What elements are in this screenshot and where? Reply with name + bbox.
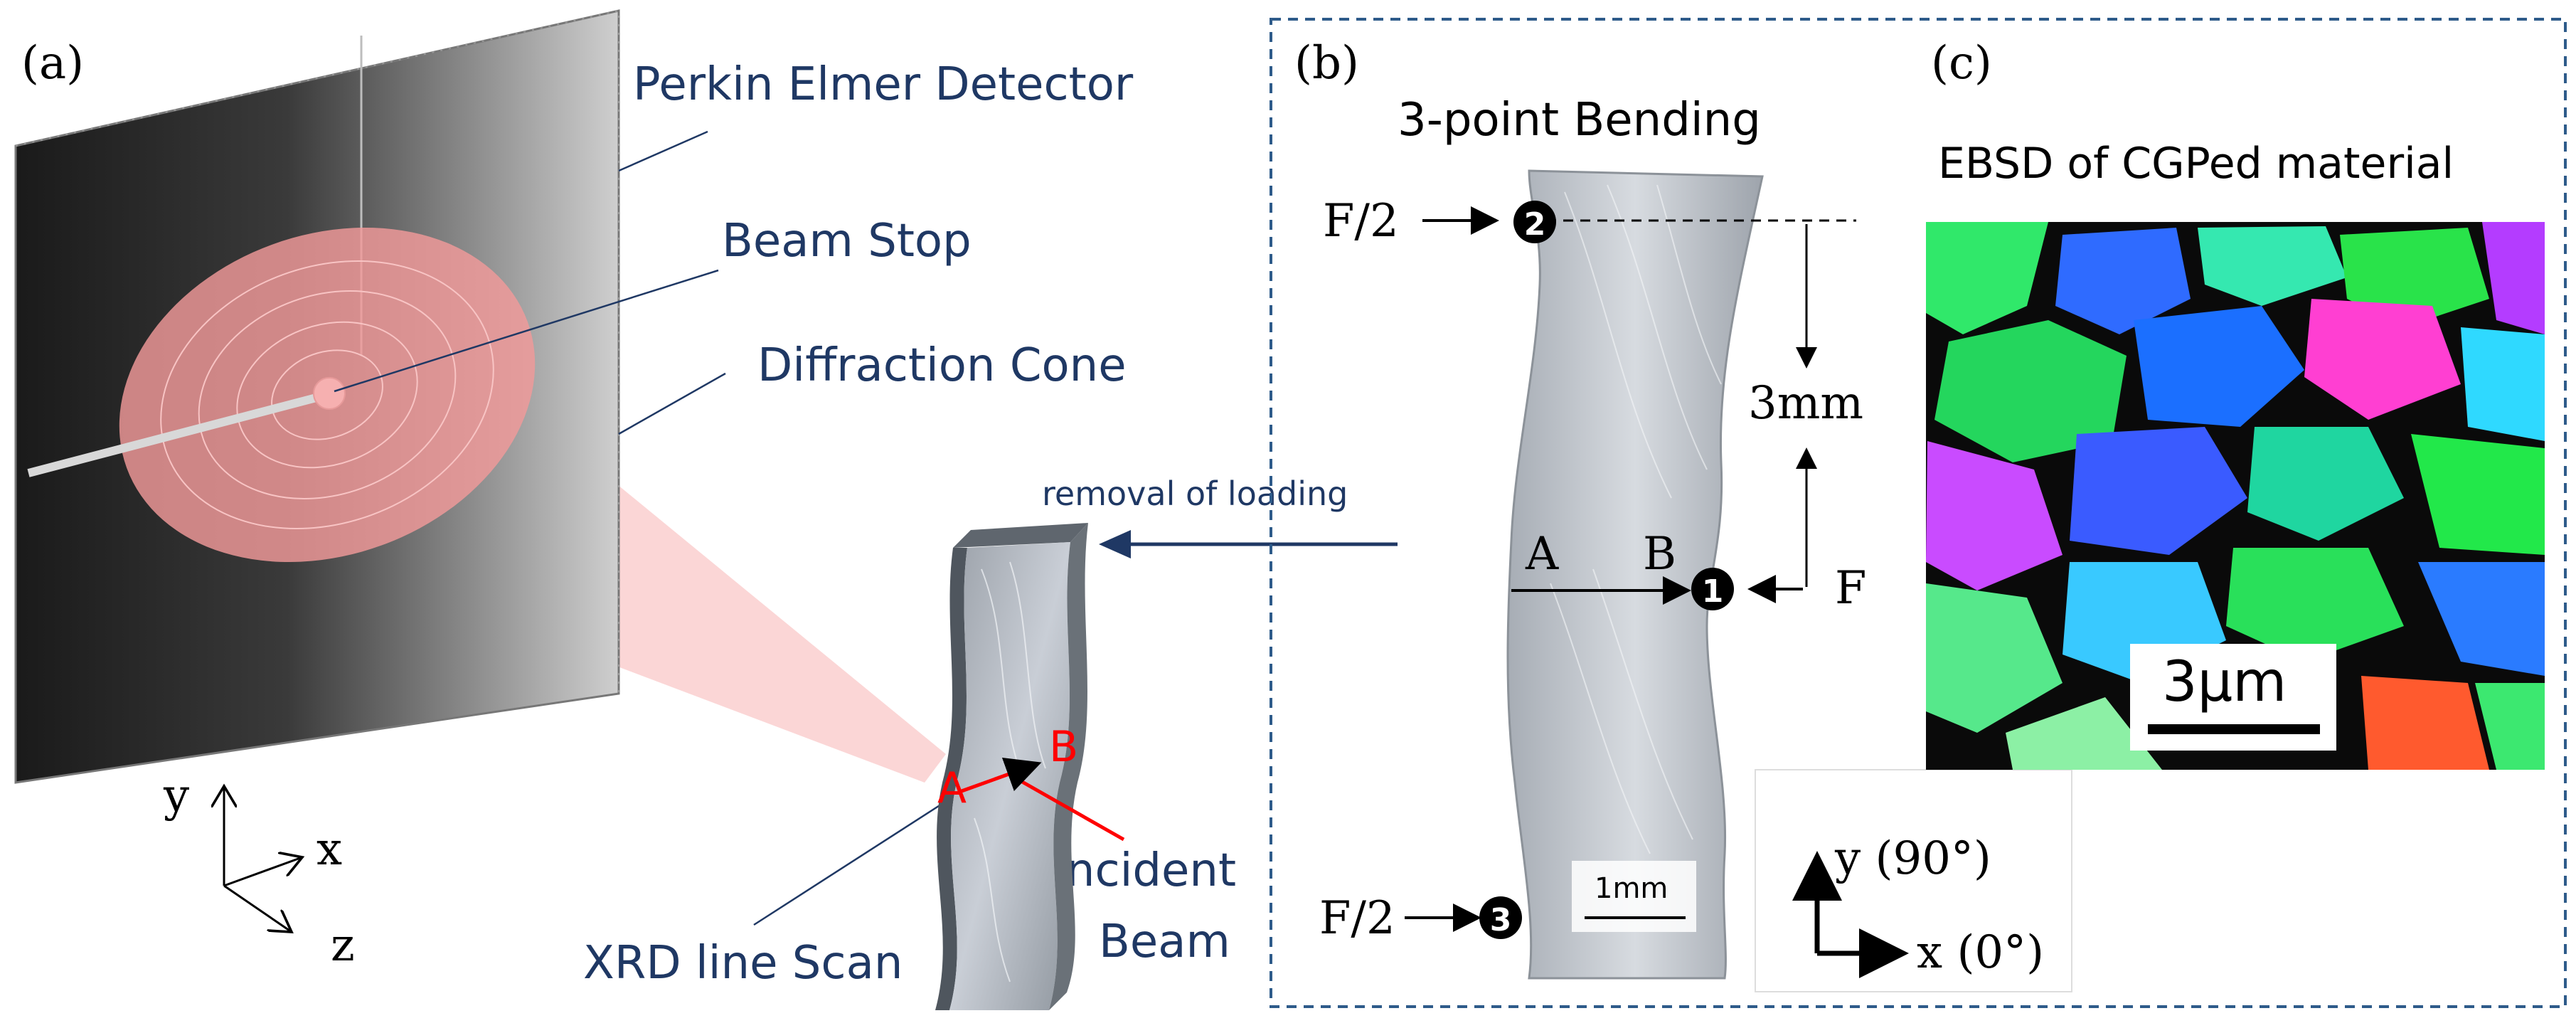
axis-y-label: y — [163, 770, 189, 822]
panel-c-label: (c) — [1931, 37, 1992, 90]
force-mid-label: F — [1835, 562, 1866, 615]
point-b-3d: B — [1049, 722, 1078, 772]
axis-z-label: z — [331, 919, 355, 972]
point-a-3d: A — [937, 763, 967, 813]
orientation-box — [1755, 769, 2072, 992]
panel-a-label: (a) — [21, 37, 84, 90]
callout-beam-1: Incident — [1053, 844, 1236, 897]
point-b-2d: B — [1643, 528, 1676, 581]
ebsd-scale-label: 3μm — [2162, 650, 2287, 714]
orient-x-label: x (0°) — [1917, 926, 2044, 979]
scan-line-ab — [961, 757, 1042, 793]
marker-1-text: 1 — [1702, 573, 1724, 610]
callout-detector: Perkin Elmer Detector — [633, 58, 1134, 111]
beam-stop — [313, 377, 346, 410]
ebsd-map: 3μm — [1926, 222, 2545, 770]
callout-beam-2: Beam — [1099, 916, 1230, 968]
panel-b: (b) 3-point Bending 3mm F/2 2 F 1 F/ — [1294, 37, 2072, 992]
point-a-2d: A — [1525, 528, 1559, 581]
marker-2-text: 2 — [1524, 206, 1546, 243]
marker-3 — [1479, 896, 1522, 939]
callout-scan: XRD line Scan — [583, 937, 903, 990]
force-top-label: F/2 — [1323, 195, 1399, 248]
force-bottom-label: F/2 — [1319, 892, 1395, 945]
marker-1 — [1691, 568, 1734, 610]
marker-3-text: 3 — [1490, 902, 1512, 938]
callout-beam-stop: Beam Stop — [722, 215, 972, 267]
panel-b-title: 3-point Bending — [1398, 94, 1761, 147]
bending-sample — [1506, 169, 1764, 980]
beam-stop-rod — [27, 391, 329, 477]
detector — [14, 9, 620, 784]
callout-cone: Diffraction Cone — [757, 339, 1127, 392]
panel-c-title: EBSD of CGPed material — [1938, 139, 2454, 189]
scale-bar-1mm-label: 1mm — [1595, 872, 1668, 905]
coordinate-axes — [224, 786, 302, 932]
axis-x-label: x — [316, 823, 342, 876]
panel-a: (a) Perkin Elmer Detector Beam Stop Diff… — [14, 9, 1398, 1010]
panel-bc-frame — [1270, 18, 2567, 1008]
panel-c: (c) EBSD of CGPed material 3μm — [1926, 37, 2545, 770]
marker-2 — [1513, 201, 1556, 243]
panel-b-label: (b) — [1294, 37, 1359, 90]
removal-label: removal of loading — [1042, 475, 1348, 513]
distance-label: 3mm — [1748, 377, 1863, 430]
scale-bar-1mm-box — [1572, 861, 1696, 932]
orient-y-label: y (90°) — [1834, 832, 1991, 885]
